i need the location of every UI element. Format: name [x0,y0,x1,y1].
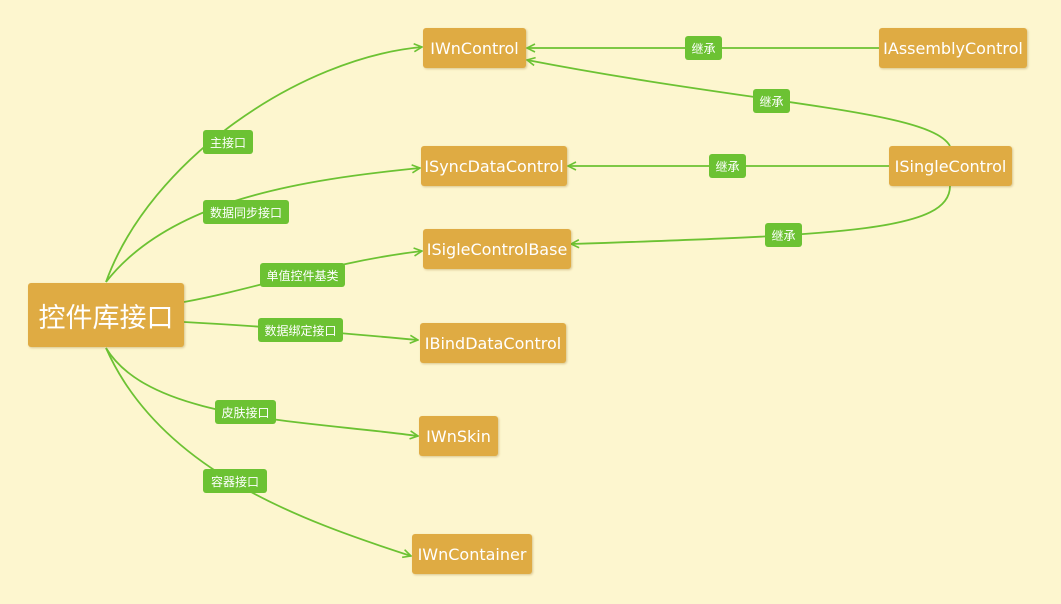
node-iwncontrol[interactable]: IWnControl [423,28,526,68]
edge-root-iwncontainer [105,347,411,556]
edge-isingle-isiglecontrolbase [571,185,951,244]
edge-root-iwncontrol [105,47,422,283]
edge-label-container-interface: 容器接口 [203,469,267,493]
edge-label-data-binding-interface: 数据绑定接口 [258,318,343,342]
edge-label-skin-interface: 皮肤接口 [215,400,276,424]
edge-label-inherit-single-sync: 继承 [709,154,746,178]
node-isinglecontrol[interactable]: ISingleControl [889,146,1012,186]
edge-label-main-interface: 主接口 [203,130,253,154]
node-iwncontainer[interactable]: IWnContainer [412,534,532,574]
node-ibinddatacontrol[interactable]: IBindDataControl [420,323,566,363]
node-iassemblycontrol[interactable]: IAssemblyControl [879,28,1027,68]
node-isyncdatacontrol[interactable]: ISyncDataControl [421,146,567,186]
edge-label-inherit-single-iwncontrol: 继承 [753,89,790,113]
edge-label-inherit-single-base: 继承 [765,223,802,247]
edge-isingle-iwncontrol [527,60,951,147]
edge-label-single-value-base: 单值控件基类 [260,263,345,287]
node-iwnskin[interactable]: IWnSkin [419,416,498,456]
edge-label-inherit-assembly: 继承 [685,36,722,60]
node-isiglecontrolbase[interactable]: ISigleControlBase [423,229,571,269]
edge-root-isyncdatacontrol [105,168,420,283]
node-root[interactable]: 控件库接口 [28,283,184,347]
edge-label-data-sync-interface: 数据同步接口 [203,200,289,224]
